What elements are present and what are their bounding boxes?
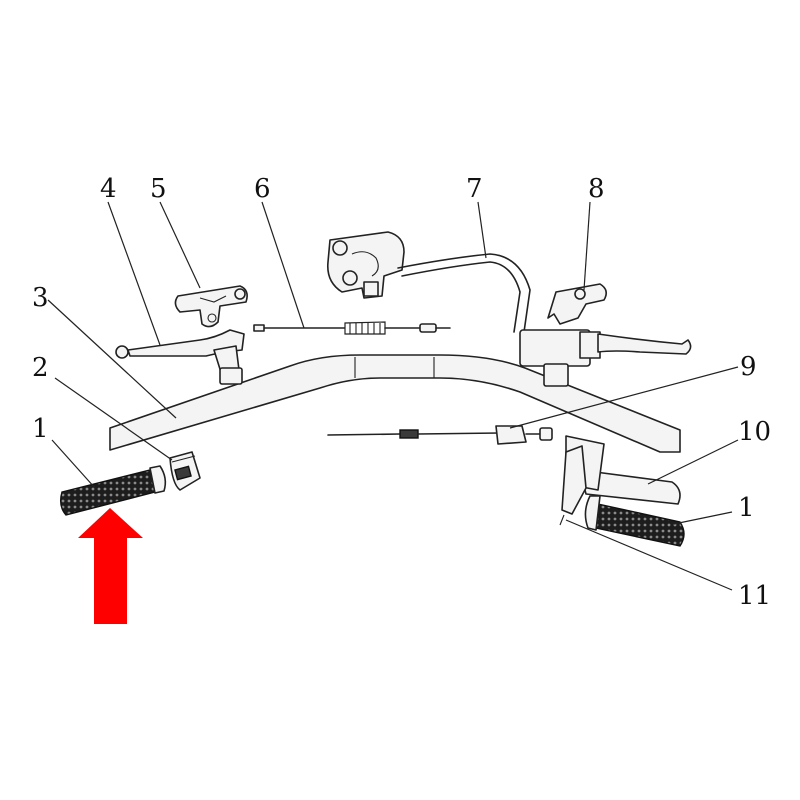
callout-8: 8 [588, 174, 605, 204]
callout-9: 9 [740, 352, 757, 382]
red-up-arrow-icon [78, 508, 143, 624]
master-cylinder-clamp [547, 283, 608, 325]
brake-caliper [326, 231, 405, 299]
callout-10: 10 [738, 417, 771, 447]
callout-11: 11 [738, 581, 771, 611]
callout-4: 4 [100, 174, 117, 204]
callout-numbers: 1 2 3 4 5 6 7 8 9 10 1 11 [32, 174, 771, 611]
lever-clamp [174, 285, 248, 328]
switch-housing [169, 451, 201, 491]
leader-lines [47, 201, 739, 591]
callout-6: 6 [254, 174, 271, 204]
callout-1-left: 1 [32, 414, 49, 444]
callout-7: 7 [466, 174, 483, 204]
clutch-cable [253, 321, 451, 335]
callout-5: 5 [150, 174, 167, 204]
callout-1-right: 1 [738, 493, 755, 523]
brake-hose [397, 253, 531, 333]
callout-3: 3 [32, 283, 49, 313]
throttle-housing [559, 445, 587, 526]
handlebar [109, 354, 681, 453]
throttle-cable [327, 425, 553, 445]
left-lever [115, 329, 245, 385]
right-grip [584, 495, 685, 547]
callout-2: 2 [32, 353, 49, 383]
right-lever [519, 329, 692, 387]
left-grip [59, 465, 167, 516]
